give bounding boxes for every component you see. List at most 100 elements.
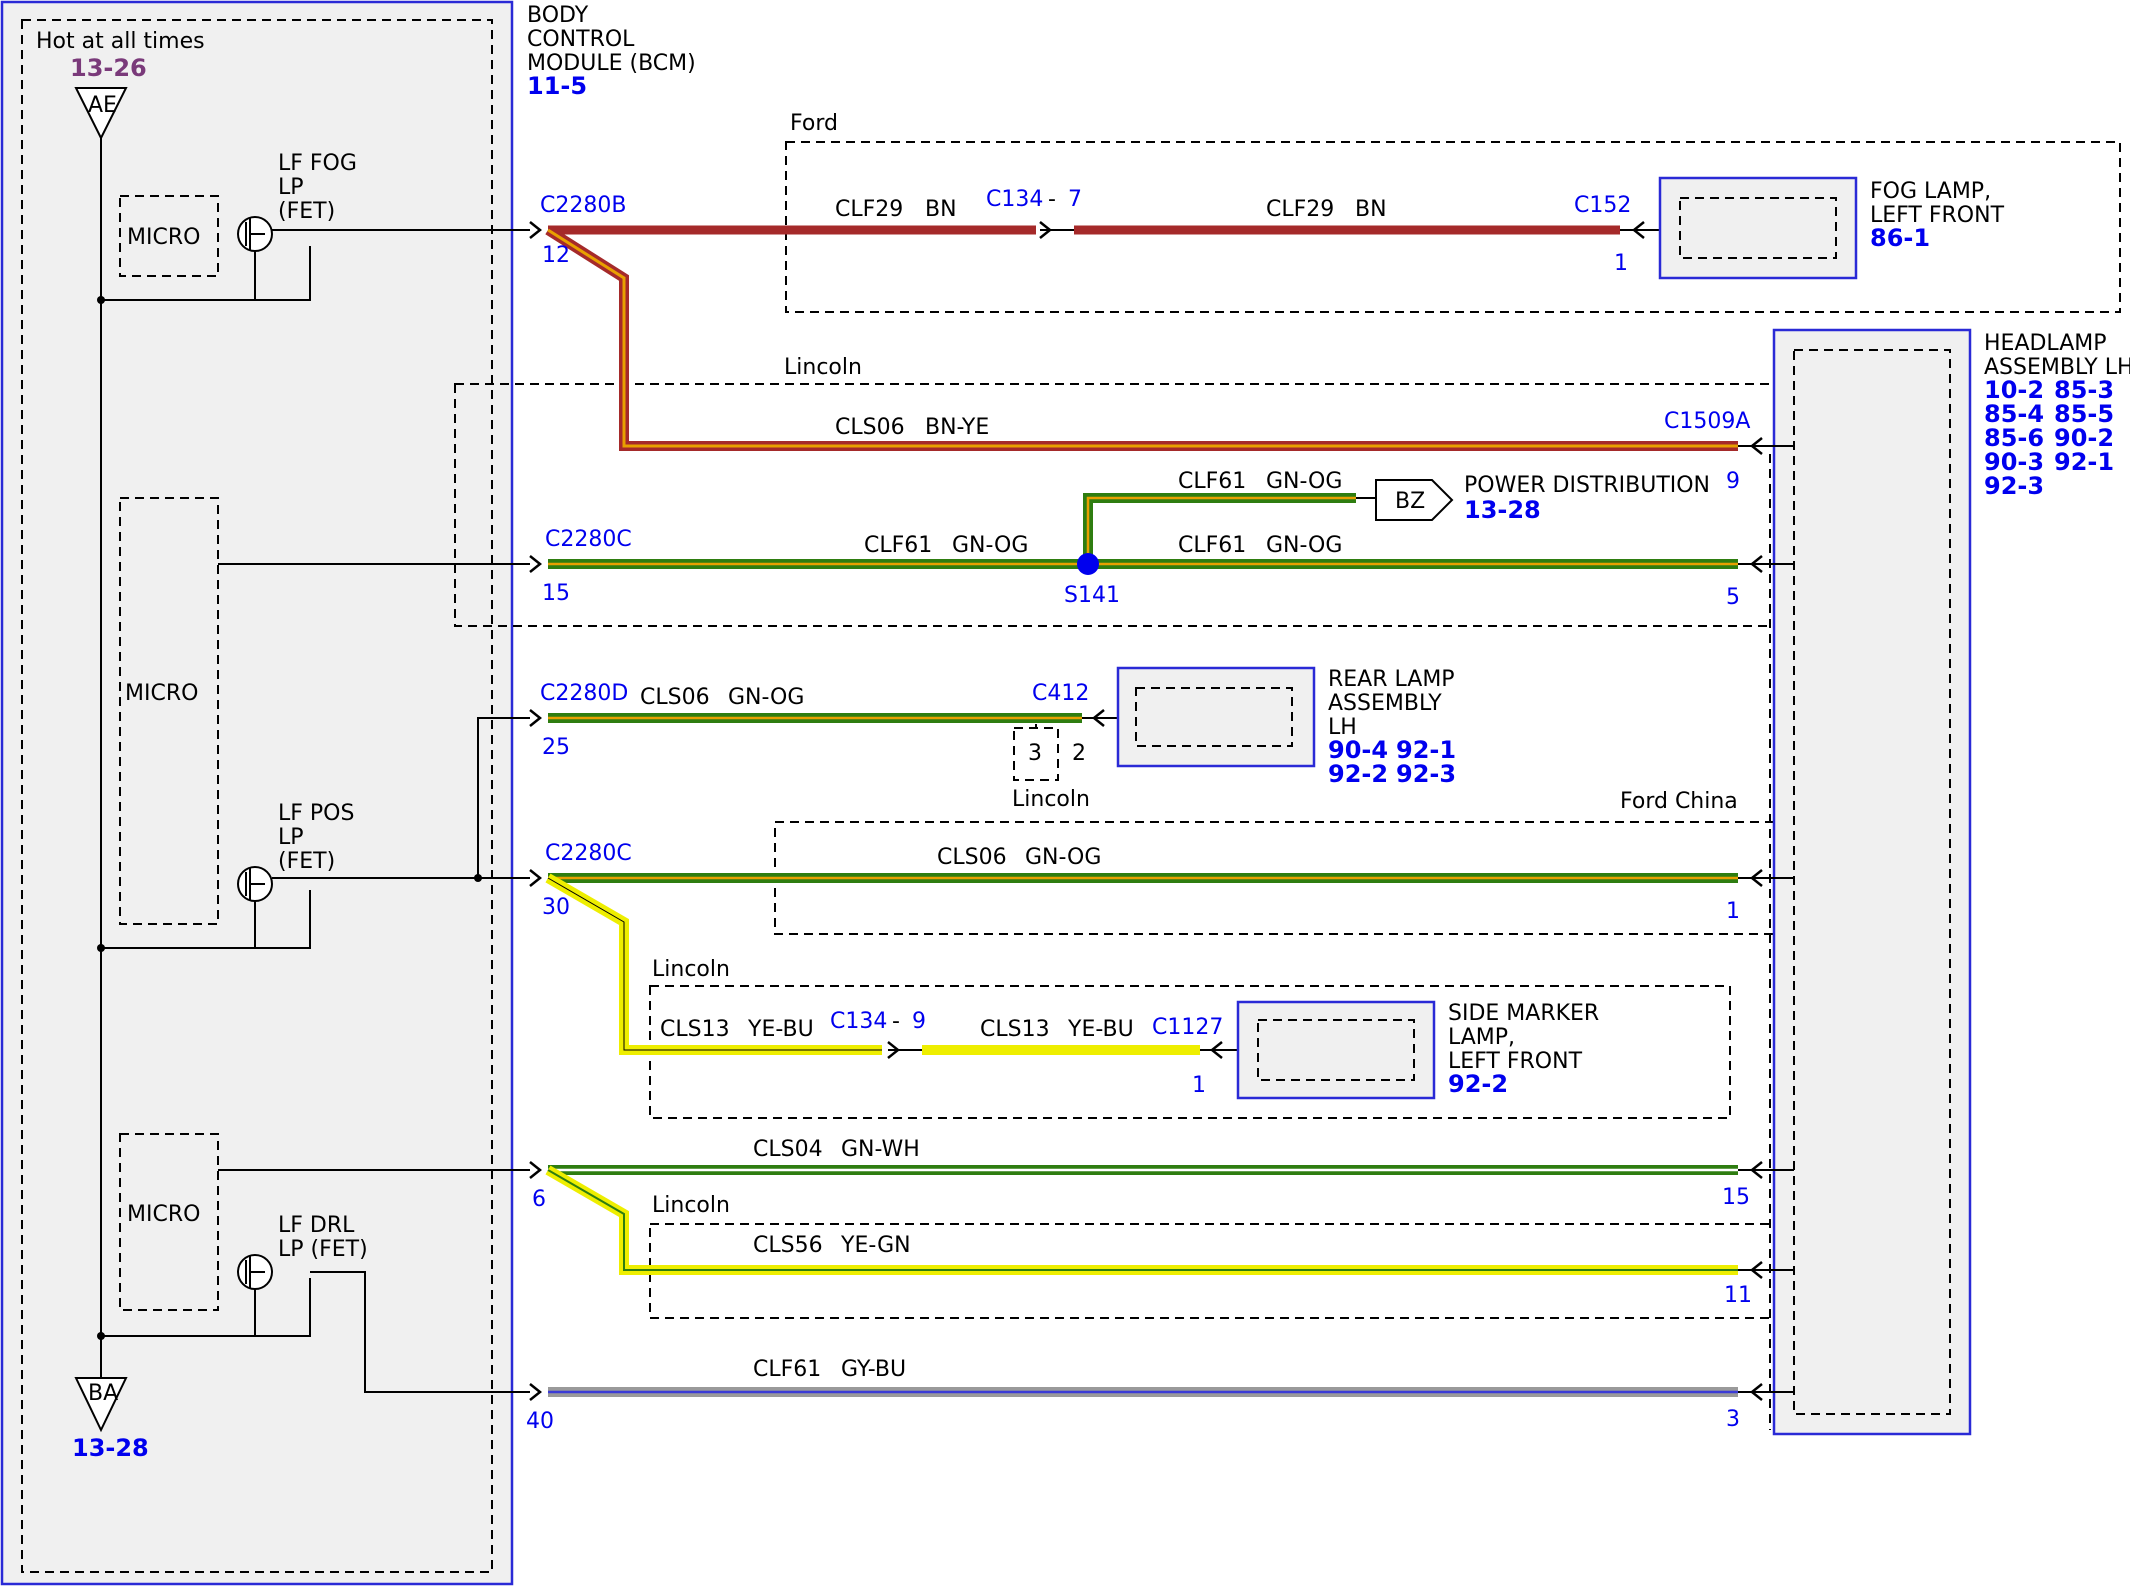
fog-fet-line-3: (FET) xyxy=(278,199,335,224)
pin-11: 11 xyxy=(1724,1283,1752,1308)
lincoln-variant-box-1 xyxy=(454,383,1861,627)
fog-fet-symbol xyxy=(97,216,311,304)
bcm-title-1: BODY xyxy=(527,3,589,28)
pin-9: 9 xyxy=(1726,469,1740,494)
fog-lamp-name-1: FOG LAMP, xyxy=(1870,179,1991,204)
hot-at-all-times-label: Hot at all times xyxy=(36,29,205,54)
drl-fet-line-1: LF DRL xyxy=(278,1213,355,1238)
rear-lamp-box xyxy=(1116,666,1316,768)
pin-6: 6 xyxy=(532,1187,546,1212)
pos-fet-line-3: (FET) xyxy=(278,849,335,874)
connector-c1509a: C1509A xyxy=(1664,409,1750,434)
headlamp-pin-leads xyxy=(1738,445,1794,1393)
wire-cls56-ye-gn xyxy=(545,1165,1738,1275)
ba-ref: 13-28 xyxy=(72,1434,149,1462)
headlamp-pin-chevrons xyxy=(1749,437,1763,1401)
connector-c134-7: C134 xyxy=(986,187,1043,212)
micro-box-1 xyxy=(119,195,219,277)
connector-c134-9: C134 xyxy=(830,1009,887,1034)
headlamp-ref-4b: 92-1 xyxy=(2054,448,2114,476)
wire-cls06-bn-ye-stripe xyxy=(547,228,1738,448)
pin-c412-2: 2 xyxy=(1072,741,1086,766)
lincoln-variant-label-4: Lincoln xyxy=(652,1193,730,1218)
connector-dash-1: - xyxy=(1048,187,1056,212)
fog-chevron xyxy=(1631,221,1645,239)
connector-c152: C152 xyxy=(1574,193,1631,218)
splice-s141: S141 xyxy=(1064,583,1120,608)
wire-label-w5: CLS06 xyxy=(937,845,1007,870)
wire-color-w6b: YE-BU xyxy=(1067,1017,1134,1042)
pin-5: 5 xyxy=(1726,585,1740,610)
side-marker-name-2: LAMP, xyxy=(1448,1025,1515,1050)
wire-label-w3b: CLF61 xyxy=(1178,533,1246,558)
ae-triangle-icon xyxy=(74,87,128,141)
wire-cls06-bn-ye xyxy=(545,225,1738,451)
wire-label-w3a: CLF61 xyxy=(864,533,932,558)
connector-c2280c-1: C2280C xyxy=(545,527,632,552)
splice-dot xyxy=(474,874,482,882)
rear-ref-1b: 92-1 xyxy=(1396,736,1456,764)
wire-label-w7: CLS04 xyxy=(753,1137,823,1162)
headlamp-ref-2a: 85-4 xyxy=(1984,400,2044,428)
rear-lamp-name-1: REAR LAMP xyxy=(1328,667,1455,692)
bcm-title-2: CONTROL xyxy=(527,27,635,52)
headlamp-ref-3b: 90-2 xyxy=(2054,424,2114,452)
fog-lamp-name-2: LEFT FRONT xyxy=(1870,203,2005,228)
micro-label-1: MICRO xyxy=(127,225,200,250)
connector-c2280b: C2280B xyxy=(540,193,626,218)
side-marker-box xyxy=(1236,1000,1436,1100)
fog-lamp-inner xyxy=(1679,197,1837,259)
ford-variant-box xyxy=(785,141,2121,313)
bcm-outline xyxy=(0,0,514,1586)
fog-lamp-box xyxy=(1658,176,1858,280)
wire-cls56-ye-gn-stripe xyxy=(547,1169,1738,1271)
wire-color-w2: BN-YE xyxy=(925,415,989,440)
ba-label: BA xyxy=(88,1381,118,1406)
pos-fet-line-2: LP xyxy=(278,825,304,850)
pos-fet-symbol xyxy=(97,866,311,952)
bcm-pin-chevrons xyxy=(529,221,543,1401)
ba-triangle-icon xyxy=(74,1377,128,1433)
wire-color-w9: GY-BU xyxy=(841,1357,906,1382)
headlamp-name-1: HEADLAMP xyxy=(1984,331,2107,356)
hot-ref: 13-26 xyxy=(70,54,147,82)
rear-ref-2a: 92-2 xyxy=(1328,760,1388,788)
pin-25: 25 xyxy=(542,735,570,760)
power-distribution-label: POWER DISTRIBUTION xyxy=(1464,473,1710,498)
connector-c2280d: C2280D xyxy=(540,681,628,706)
power-distribution-ref: 13-28 xyxy=(1464,496,1541,524)
wire-color-w3b: GN-OG xyxy=(1266,533,1342,558)
wire-label-w3c: CLF61 xyxy=(1178,469,1246,494)
connector-c412: C412 xyxy=(1032,681,1089,706)
headlamp-inner xyxy=(1793,349,1951,1415)
rear-lamp-name-2: ASSEMBLY xyxy=(1328,691,1442,716)
headlamp-ref-3a: 85-6 xyxy=(1984,424,2044,452)
micro-box-3 xyxy=(119,1133,219,1311)
rear-lamp-name-3: LH xyxy=(1328,715,1357,740)
wire-clf61-branch-stripe xyxy=(1086,496,1356,564)
lincoln-variant-box-4 xyxy=(649,1223,1861,1319)
rear-chevron xyxy=(1091,709,1105,727)
side-marker-inner xyxy=(1257,1019,1415,1081)
wire-color-w1a: BN xyxy=(925,197,957,222)
lincoln-variant-label-3: Lincoln xyxy=(652,957,730,982)
headlamp-name-2: ASSEMBLY LH xyxy=(1984,355,2130,380)
pin-15-hl: 15 xyxy=(1722,1185,1750,1210)
wire-label-w1b: CLF29 xyxy=(1266,197,1334,222)
pin-15: 15 xyxy=(542,581,570,606)
s141-splice xyxy=(1077,553,1099,575)
wire-color-w1b: BN xyxy=(1355,197,1387,222)
pin-40: 40 xyxy=(526,1409,554,1434)
headlamp-box xyxy=(1772,328,1972,1436)
wire-label-w8: CLS56 xyxy=(753,1233,823,1258)
wire-label-w9: CLF61 xyxy=(753,1357,821,1382)
headlamp-ref-1b: 85-3 xyxy=(2054,376,2114,404)
pin-12: 12 xyxy=(542,243,570,268)
rear-lamp-inner xyxy=(1135,687,1293,747)
lead-pin-40 xyxy=(310,1271,530,1393)
pin-30: 30 xyxy=(542,895,570,920)
wire-color-w3a: GN-OG xyxy=(952,533,1028,558)
side-marker-name-1: SIDE MARKER xyxy=(1448,1001,1599,1026)
ford-china-variant-label: Ford China xyxy=(1620,789,1738,814)
